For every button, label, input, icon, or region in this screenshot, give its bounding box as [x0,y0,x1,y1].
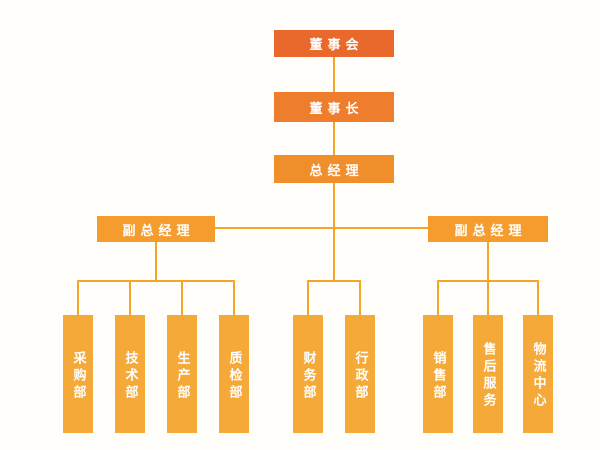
org-node-dept-technology: 技术部 [115,315,145,433]
stub-after-sales [487,281,489,315]
org-node-dept-after-sales: 售后服务 [473,315,503,433]
org-node-board: 董事会 [274,30,394,57]
org-node-deputy-gm-right: 副总经理 [428,216,548,242]
connector-chairman-gm [333,122,335,155]
connector-gm-deputies [215,227,428,229]
stub-production [181,281,183,315]
org-node-general-manager: 总经理 [274,155,394,183]
org-node-dept-procurement: 采购部 [63,315,93,433]
org-node-dept-production: 生产部 [167,315,197,433]
connector-deputy-right-down [487,242,489,281]
branch-line-left [77,280,235,282]
org-node-dept-finance: 财务部 [293,315,323,433]
stub-admin [359,281,361,315]
org-node-dept-sales: 销售部 [423,315,453,433]
stub-logistics [537,281,539,315]
stub-procurement [77,281,79,315]
stub-technology [129,281,131,315]
org-node-deputy-gm-left: 副总经理 [97,216,215,242]
org-node-dept-quality: 质检部 [219,315,249,433]
stub-finance [307,281,309,315]
org-node-chairman: 董事长 [274,92,394,122]
org-node-dept-logistics: 物流中心 [523,315,553,433]
connector-board-chairman [333,57,335,92]
connector-deputy-left-down [155,242,157,281]
stub-quality [233,281,235,315]
branch-line-middle [307,280,361,282]
stub-sales [437,281,439,315]
org-node-dept-admin: 行政部 [345,315,375,433]
connector-gm-down [333,183,335,281]
